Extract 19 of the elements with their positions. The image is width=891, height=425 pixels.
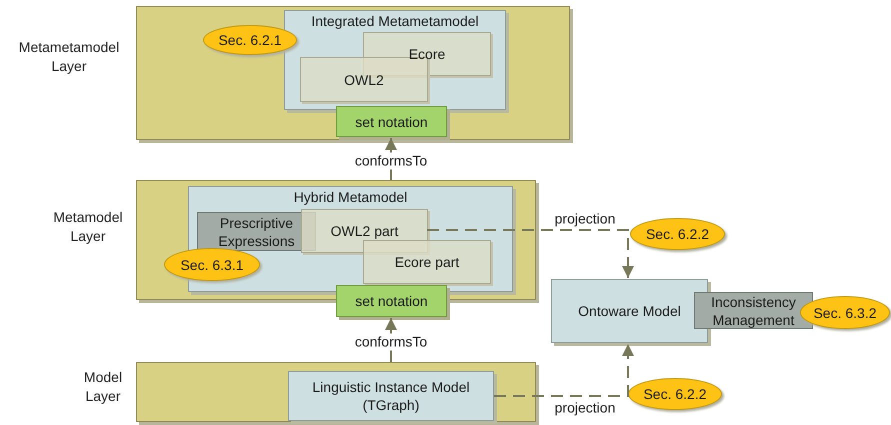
model-box: Integrated Metametamodel Ecore OWL2 xyxy=(284,10,506,110)
notation-box: set notation xyxy=(336,285,447,317)
model-box: Ontoware Model xyxy=(551,279,708,343)
section-ellipse: Sec. 6.2.2 xyxy=(630,218,725,250)
notation-box: set notation xyxy=(336,106,447,137)
layer-label: Model Layer xyxy=(82,368,124,406)
edge-label: projection xyxy=(552,400,618,416)
layer-label: Metametamodel Layer xyxy=(18,38,120,76)
arrow xyxy=(427,229,634,278)
edge-label: conformsTo xyxy=(352,152,430,169)
part-box: Ecore part xyxy=(363,240,491,284)
edge-label: conformsTo xyxy=(352,333,430,350)
section-ellipse: Sec. 6.3.2 xyxy=(800,296,890,329)
module-box: Inconsistency Management xyxy=(694,292,813,329)
section-ellipse: Sec. 6.2.2 xyxy=(628,378,722,410)
model-box: Linguistic Instance Model (TGraph) xyxy=(288,371,494,421)
layer-label: Metamodel Layer xyxy=(52,208,124,246)
arrow xyxy=(494,344,634,397)
edge-label: projection xyxy=(552,210,618,228)
